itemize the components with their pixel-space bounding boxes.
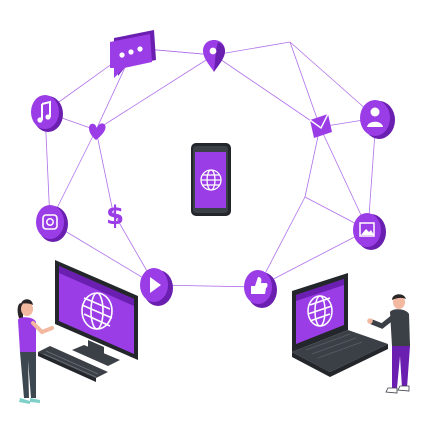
user-icon (360, 100, 395, 139)
globe-icon (81, 292, 113, 330)
play-icon (140, 268, 173, 306)
music-icon (31, 95, 63, 132)
dollar-icon: $ (106, 201, 124, 231)
smartphone (191, 143, 231, 216)
image-icon (353, 213, 386, 250)
globe-icon (200, 169, 222, 191)
heart-icon (89, 123, 106, 140)
keyboard (38, 346, 108, 382)
person-woman (17, 299, 54, 404)
location-pin-icon (203, 40, 225, 72)
camera-icon (36, 205, 68, 242)
laptop (292, 273, 388, 377)
mail-icon (309, 113, 332, 138)
globe-icon (307, 295, 333, 327)
like-icon (244, 270, 277, 308)
chat-icon (110, 30, 156, 78)
svg-text:$: $ (106, 201, 124, 231)
person-man (367, 294, 410, 394)
desktop-monitor (55, 260, 138, 366)
